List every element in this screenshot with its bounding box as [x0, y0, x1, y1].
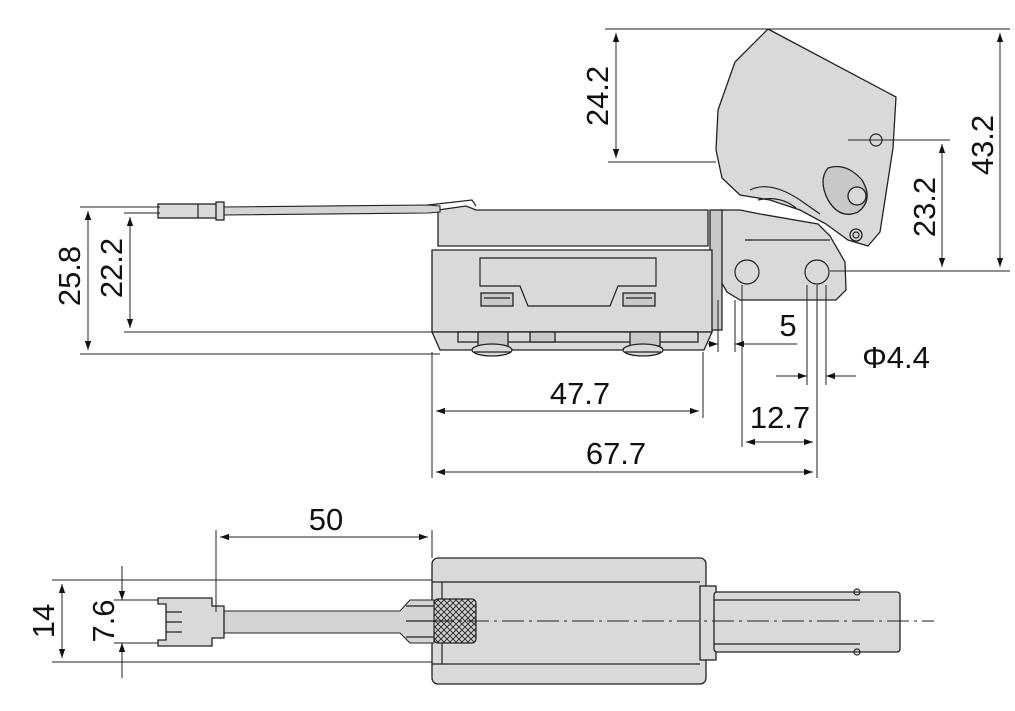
- dim-47-7: 47.7: [550, 376, 610, 411]
- side-dimension-lines: [84, 33, 1004, 476]
- dim-25-8: 25.8: [52, 246, 87, 306]
- dim-43-2: 43.2: [965, 115, 1000, 175]
- lead-wire: [157, 199, 477, 221]
- wire-connector-icon: [157, 203, 219, 219]
- dim-phi-4-4: Φ4.4: [862, 340, 930, 375]
- trigger-lever: [715, 28, 897, 247]
- dim-50: 50: [309, 502, 343, 537]
- top-view: 50 14 7.6: [26, 502, 934, 685]
- mount-hole-right-icon: [804, 259, 830, 285]
- dim-7-6: 7.6: [86, 599, 121, 642]
- top-connector-icon: [157, 597, 225, 647]
- mounting-bracket: [709, 209, 847, 331]
- dim-14: 14: [26, 604, 61, 638]
- trigger-pin-icon: [847, 186, 867, 206]
- side-view: 24.2 43.2 23.2 25.8 22.2 5 Φ4.4 47.7 12.…: [52, 28, 1010, 478]
- dim-67-7: 67.7: [586, 436, 646, 471]
- dim-22-2: 22.2: [94, 238, 129, 298]
- mount-hole-left-icon: [734, 259, 760, 285]
- dim-23-2: 23.2: [907, 177, 942, 237]
- dim-5: 5: [779, 308, 796, 343]
- dim-24-2: 24.2: [580, 66, 615, 126]
- switch-body: [430, 205, 714, 357]
- top-trigger: [713, 591, 901, 653]
- dim-12-7: 12.7: [750, 400, 810, 435]
